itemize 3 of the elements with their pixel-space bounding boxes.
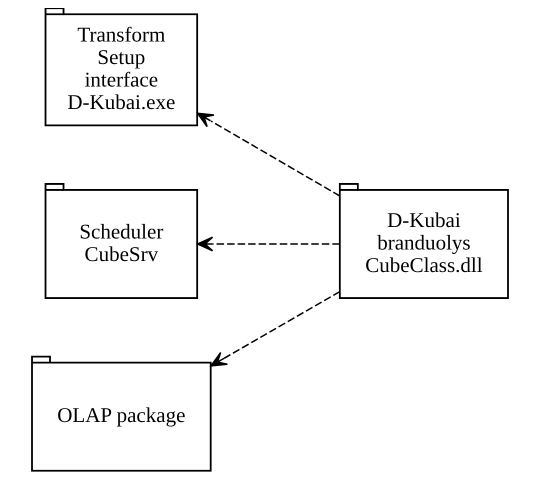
arrow bbox=[196, 112, 340, 197]
arrow bbox=[196, 236, 340, 252]
arrow bbox=[210, 291, 340, 367]
